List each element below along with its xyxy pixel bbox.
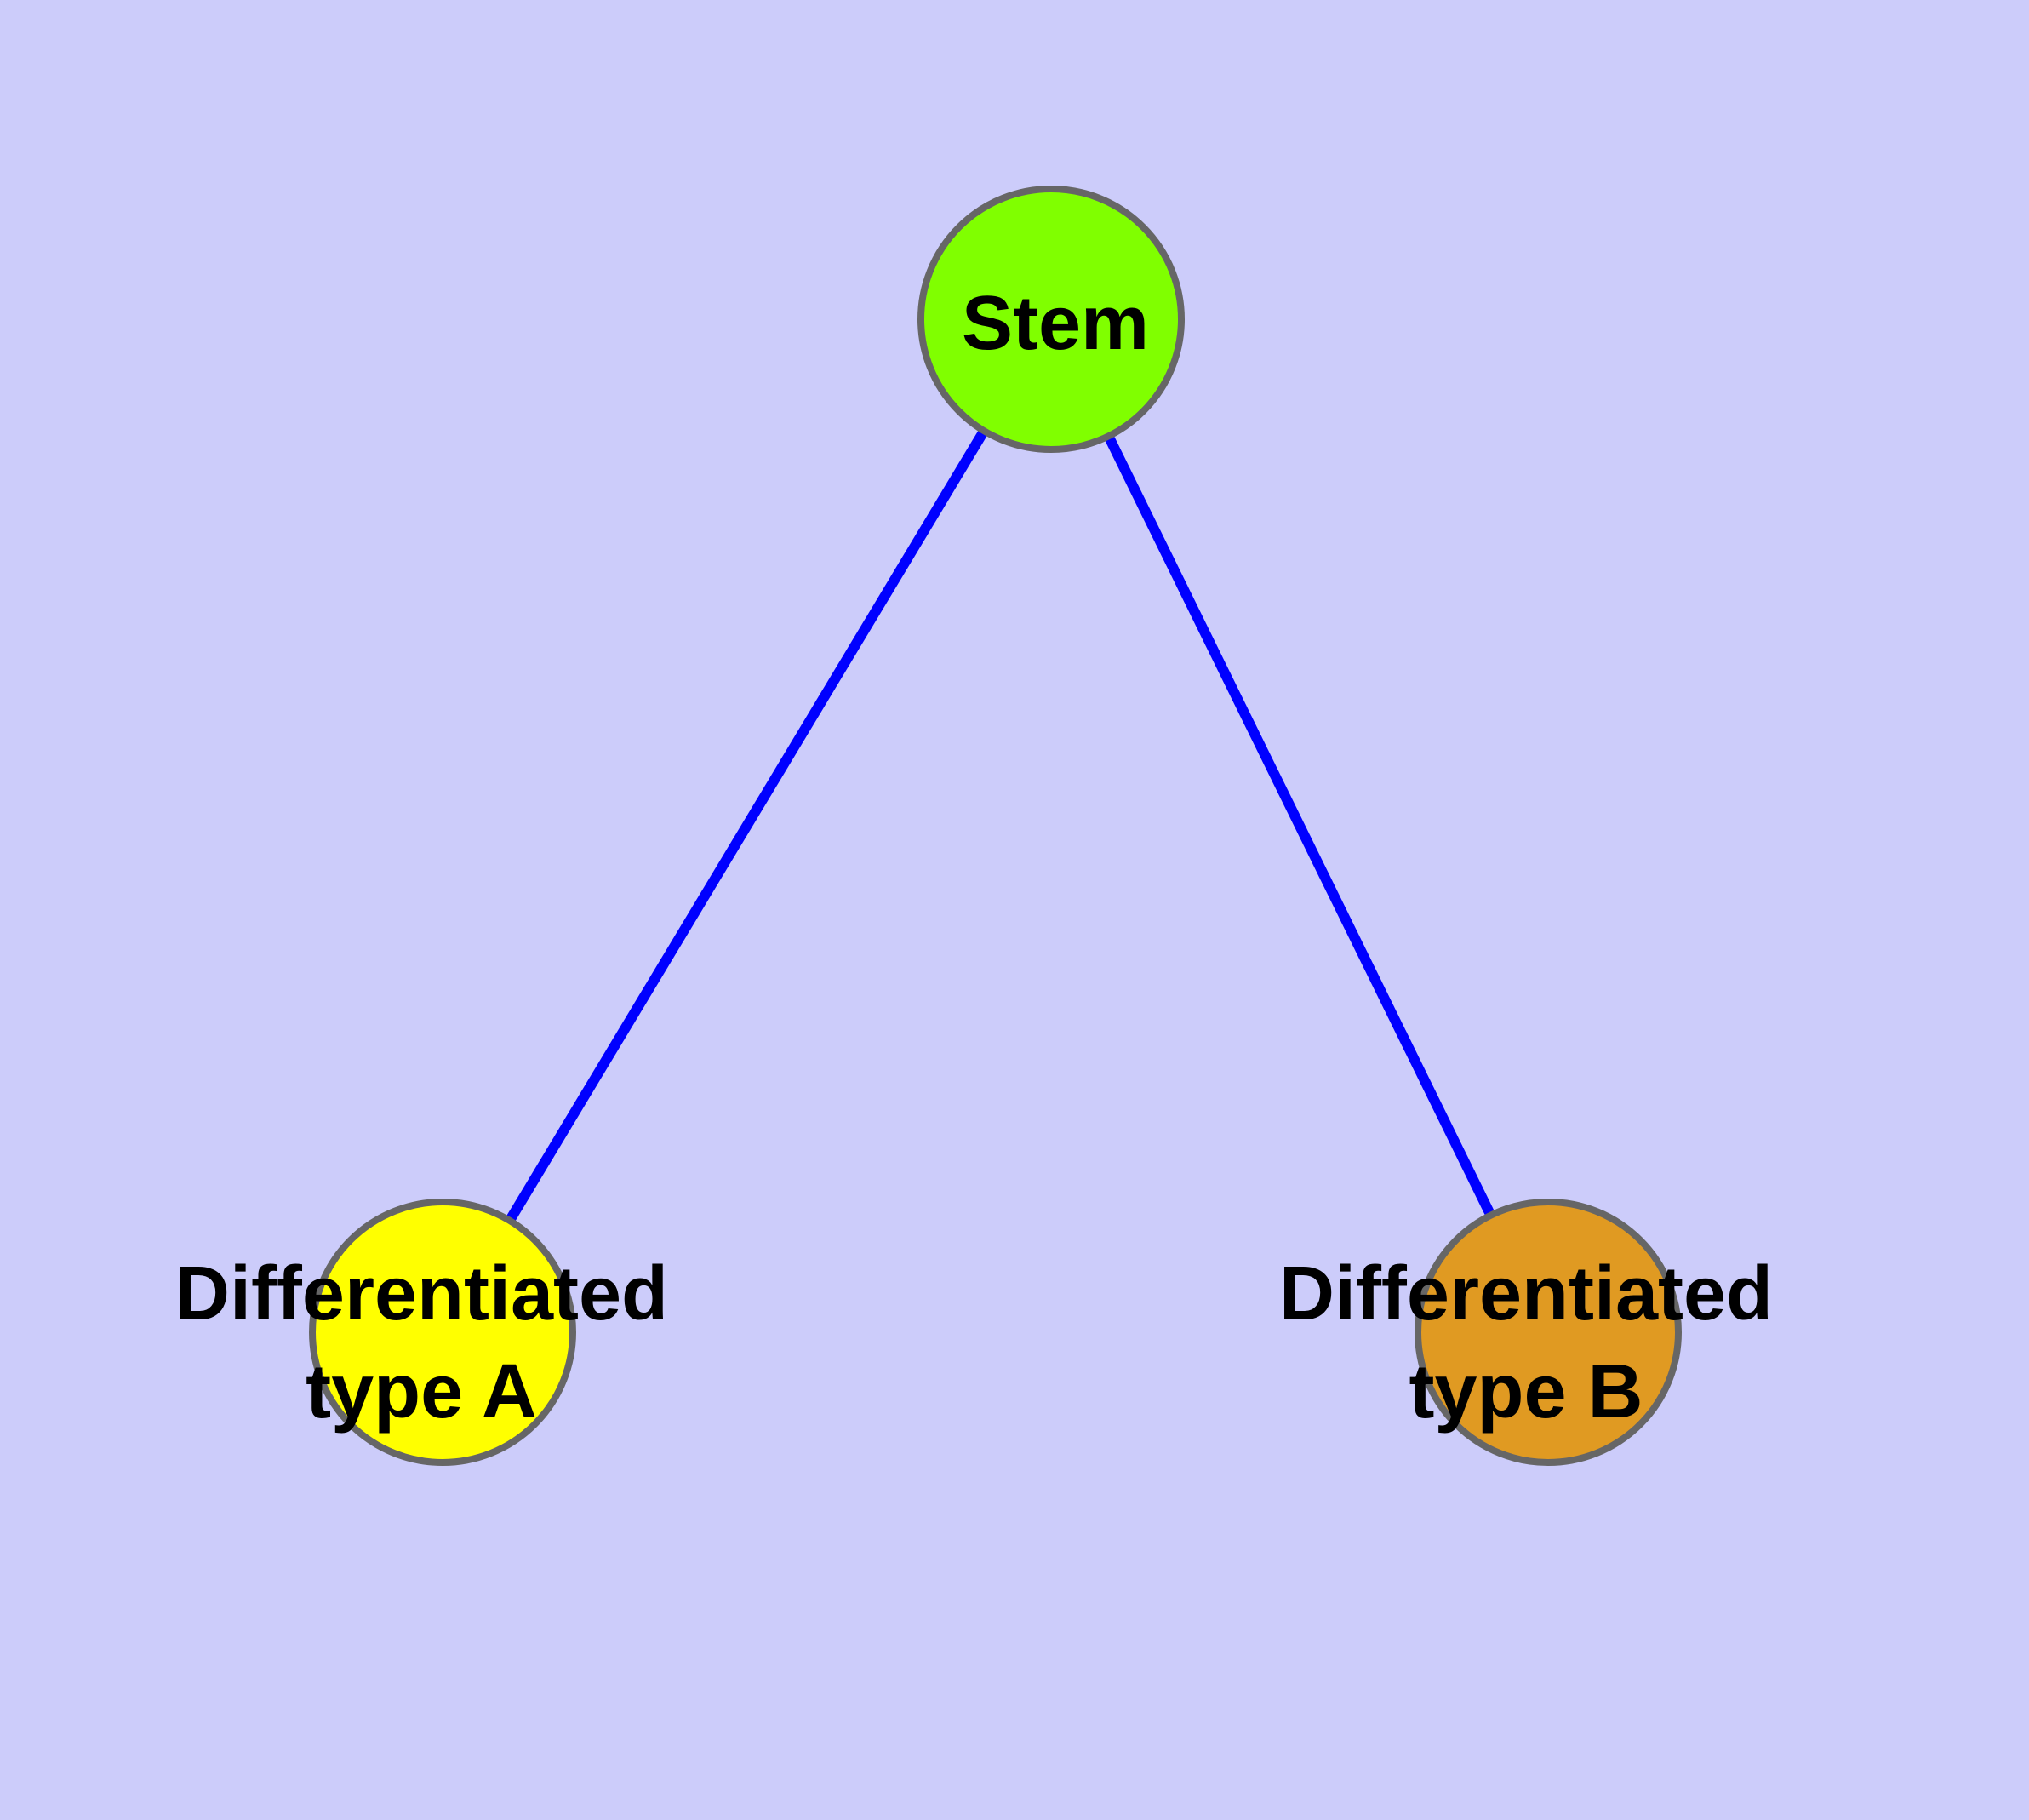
graph-node-label-line: Stem	[962, 281, 1149, 366]
graph-node-label-line: Differentiated	[1279, 1251, 1773, 1336]
graph-edge-stem-to-diff_b	[1104, 435, 1495, 1216]
graph-node-label-diff_a: Differentiated type A	[174, 1251, 668, 1434]
nodes-layer	[309, 186, 1682, 1466]
graph-node-label-stem: Stem	[962, 281, 1149, 366]
graph-node-label-line: type B	[1409, 1349, 1643, 1434]
graph-node-label-diff_b: Differentiated type B	[1279, 1251, 1773, 1434]
graph-edge-stem-to-diff_a	[506, 429, 988, 1222]
edges-layer	[506, 429, 1495, 1222]
graph-node-label-line: Differentiated	[174, 1251, 668, 1336]
graph-node-stem[interactable]	[917, 186, 1185, 453]
graph-node-label-line: type A	[306, 1349, 537, 1434]
graph-node-diff_b[interactable]	[1415, 1199, 1682, 1466]
graph-node-diff_a[interactable]	[309, 1199, 576, 1466]
